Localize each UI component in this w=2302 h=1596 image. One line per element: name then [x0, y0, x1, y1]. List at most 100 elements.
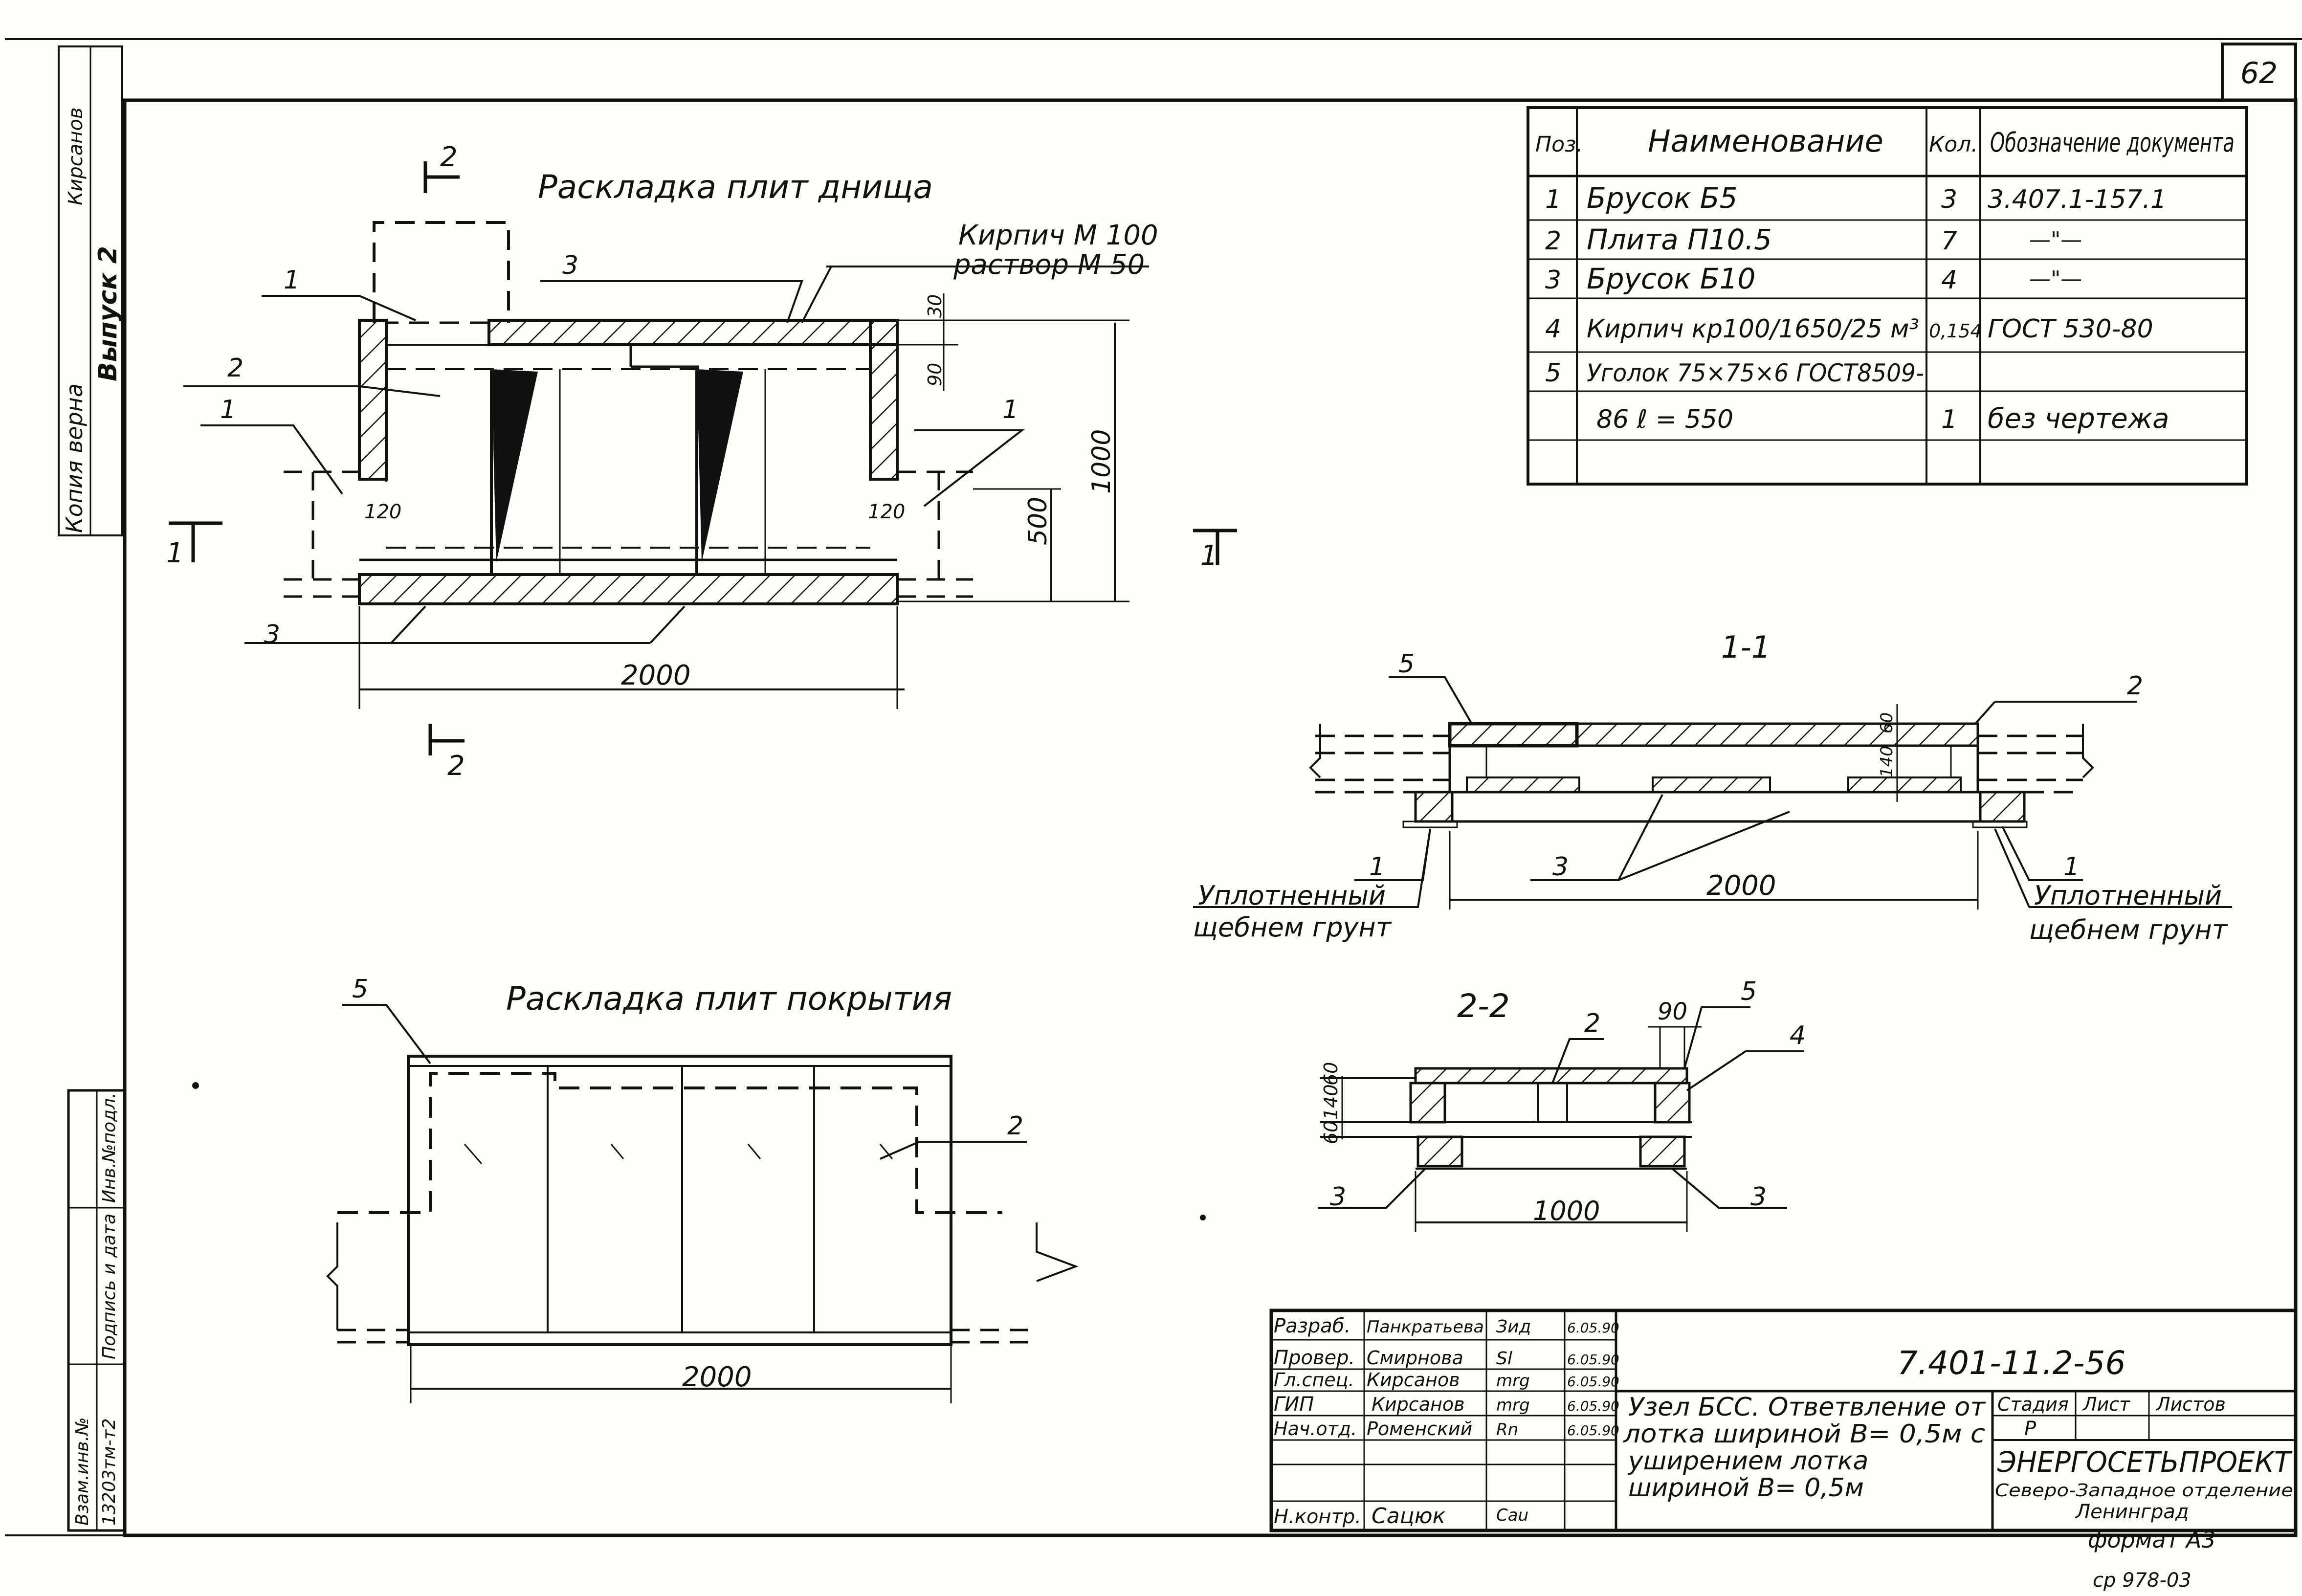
plan-top-slabs: [326, 1004, 1079, 1403]
spec-cell: 4: [1545, 314, 1561, 344]
brick-note: Кирпич М 100: [958, 220, 1158, 251]
callout-number: 1: [220, 395, 236, 424]
callout-number: 5: [1398, 649, 1415, 679]
mortar-note: раствор М 50: [953, 249, 1145, 281]
tb-sign: mrg: [1496, 1396, 1530, 1415]
org-branch: Северо-Западное отделение: [1995, 1481, 2293, 1501]
tb-date: 6.05.90: [1567, 1422, 1619, 1439]
title-block-signatures: Разраб. Панкратьева Зид 6.05.90 Провер. …: [1274, 1315, 1619, 1529]
callout-number: 3: [1552, 852, 1569, 882]
spec-headers: Поз. Наименование Кол. Обозначение докум…: [1535, 123, 2235, 159]
tb-name: Смирнова: [1367, 1347, 1463, 1369]
dimension-label: 1000: [1087, 429, 1116, 494]
callout-number: 5: [1741, 977, 1757, 1006]
tb-date: 6.05.90: [1567, 1374, 1619, 1390]
soil-note: Уплотненный: [1198, 880, 1386, 911]
callout-number: 1: [2063, 852, 2080, 882]
spec-cell: Уголок 75×75×6 ГОСТ8509-: [1587, 359, 1924, 387]
dimension-label: 60: [1320, 1062, 1342, 1086]
tb-name: Панкратьева: [1367, 1317, 1484, 1337]
inv-number: 13203тм-т2: [99, 1418, 119, 1526]
spec-cell: 86 ℓ = 550: [1596, 405, 1733, 434]
callout-number: 2: [1584, 1009, 1600, 1038]
soil-note: щебнем грунт: [2029, 914, 2228, 945]
dimension-label: 120: [868, 501, 905, 523]
callout-number: 3: [1750, 1182, 1767, 1212]
tb-role: ГИП: [1274, 1393, 1314, 1416]
spec-cell: Брусок Б5: [1587, 181, 1737, 215]
tb-date: 6.05.90: [1567, 1398, 1619, 1414]
spec-cell: ГОСТ 530-80: [1988, 314, 2153, 344]
spec-header-qty: Кол.: [1929, 132, 1978, 157]
archive-number: ср 978-03: [2093, 1569, 2191, 1592]
tb-name: Кирсанов: [1372, 1394, 1464, 1415]
tb-name: Роменский: [1367, 1418, 1472, 1440]
tb-name: Сацюк: [1372, 1504, 1446, 1529]
dimension-label: 60: [1320, 1121, 1342, 1144]
spec-cell: Кирпич кр100/1650/25 м³: [1587, 314, 1919, 344]
tb-sign: Sl: [1496, 1349, 1512, 1369]
slab-joint-wedge: [491, 369, 538, 562]
left-margin-stamp: [58, 45, 126, 1532]
spec-rows: 1 Брусок Б5 3 3.407.1-157.1 2 Плита П10.…: [1545, 181, 2169, 435]
soil-note: Уплотненный: [2034, 880, 2222, 911]
tb-role: Разраб.: [1274, 1315, 1350, 1337]
spec-cell: —"—: [2029, 266, 2082, 291]
dimension-label: 30: [924, 294, 946, 318]
dimension-label: 90: [924, 363, 946, 386]
page-number: 62: [2240, 56, 2278, 90]
inv-dup-label: Взам.инв.№: [72, 1417, 92, 1526]
tb-sheet-header: Лист: [2082, 1394, 2131, 1415]
plan-top-title: Раскладка плит покрытия: [506, 980, 952, 1018]
callout-number: 1: [1002, 395, 1018, 424]
section-1-1: [1193, 676, 2232, 909]
dimension-label: 500: [1023, 497, 1053, 545]
spec-header-name: Наименование: [1648, 123, 1883, 159]
spec-cell: 2: [1545, 226, 1561, 256]
dimension-label: 140: [1877, 746, 1897, 777]
tb-sign: Cau: [1496, 1506, 1528, 1525]
dimension-label: 140: [1320, 1084, 1342, 1120]
tb-name: Кирсанов: [1367, 1369, 1460, 1391]
section-mark-label: 1: [166, 537, 184, 569]
spec-cell: 5: [1545, 358, 1561, 388]
inv-orig-label: Инв.№подл.: [99, 1093, 119, 1203]
issue-label: Выпуск 2: [93, 246, 123, 381]
tb-description: Узел БСС. Ответвление от: [1628, 1393, 1986, 1422]
tb-stage-header: Стадия: [1997, 1394, 2069, 1415]
callout-number: 3: [1330, 1182, 1346, 1212]
tb-sheets-header: Листов: [2155, 1394, 2226, 1415]
tb-role: Гл.спец.: [1274, 1369, 1354, 1391]
spec-cell: Плита П10.5: [1587, 223, 1772, 256]
section-2-2: [1318, 1006, 1804, 1232]
tb-date: 6.05.90: [1567, 1320, 1619, 1336]
spec-cell: 3.407.1-157.1: [1988, 185, 2167, 214]
dimension-label: 2000: [1706, 870, 1776, 902]
dimension-label: 60: [1877, 712, 1897, 733]
callout-number: 3: [264, 620, 280, 649]
dimension-label: 2000: [682, 1361, 752, 1393]
org-city: Ленинград: [2075, 1501, 2189, 1523]
section-title: 2-2: [1457, 987, 1510, 1025]
sheet-frame: [5, 38, 2302, 1537]
spec-header-doc: Обозначение документа: [1990, 127, 2235, 158]
spec-cell: 0,154: [1929, 320, 1982, 342]
tb-sign: Зид: [1496, 1317, 1531, 1337]
org-name: ЭНЕРГОСЕТЬПРОЕКТ: [1997, 1445, 2293, 1479]
tb-role: Провер.: [1274, 1347, 1355, 1369]
spec-cell: 7: [1941, 226, 1957, 256]
tb-role: Н.контр.: [1274, 1506, 1361, 1528]
section-mark-label: 2: [447, 750, 465, 782]
spec-cell: 1: [1545, 185, 1561, 214]
callout-number: 3: [562, 251, 578, 280]
section-title: 1-1: [1721, 629, 1771, 665]
callout-number: 2: [2127, 671, 2143, 701]
plan-bottom-slabs: [169, 161, 1237, 755]
copy-note: Копия верна: [61, 383, 88, 533]
spec-cell: —"—: [2029, 227, 2082, 252]
tb-sign: Rn: [1496, 1420, 1518, 1440]
tb-stage: Р: [2024, 1418, 2036, 1440]
dimension-label: 2000: [621, 660, 691, 691]
tb-description: шириной В= 0,5м: [1628, 1473, 1864, 1503]
